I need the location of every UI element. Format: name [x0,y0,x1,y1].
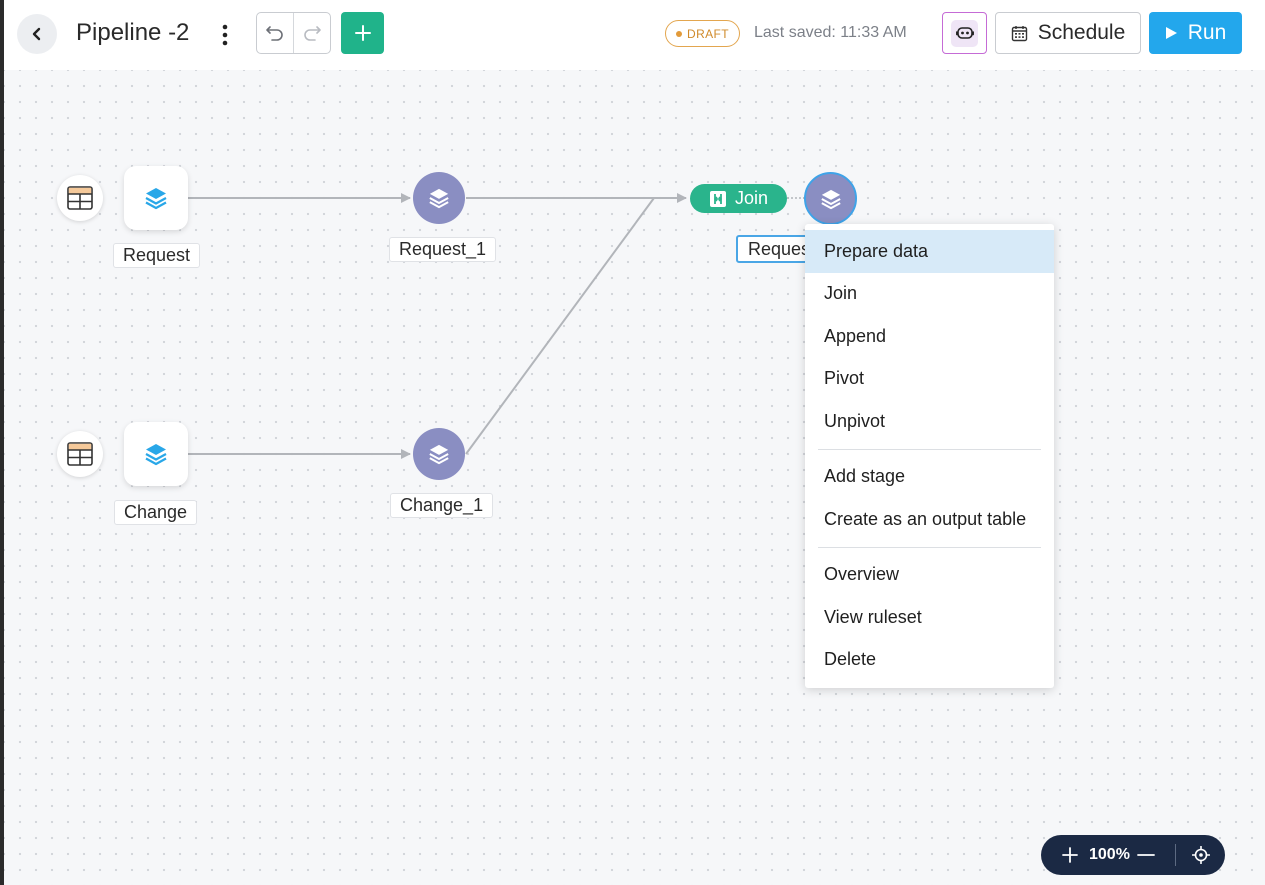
page-title[interactable]: Pipeline -2 [76,19,190,46]
table-icon [67,442,93,466]
menu-item-prepare-data[interactable]: Prepare data [805,230,1054,273]
node-label-request-1[interactable]: Request_1 [389,237,497,262]
request-1-stage-node[interactable] [413,172,465,224]
request-source-node[interactable] [124,166,188,230]
menu-divider [818,546,1041,548]
zoom-out-button[interactable] [1133,853,1159,857]
menu-divider [818,448,1041,450]
change-table-icon-badge[interactable] [57,431,103,477]
play-icon [1165,27,1177,39]
node-context-menu: Prepare data Join Append Pivot Unpivot A… [805,224,1054,688]
change-source-node[interactable] [124,422,188,486]
chevron-left-icon [32,27,41,41]
layers-icon [145,188,167,210]
menu-item-join[interactable]: Join [824,283,858,304]
last-saved-text: Last saved: 11:33 AM [754,24,907,41]
back-button[interactable] [17,14,57,54]
menu-item-pivot[interactable]: Pivot [824,368,865,389]
connection-lines [188,193,804,459]
schedule-button[interactable]: Schedule [995,12,1141,54]
join-node-label: Join [734,188,769,208]
pipeline-canvas[interactable]: Request Change Request_1 [4,70,1265,885]
robot-assistant-icon [955,27,974,39]
menu-item-append[interactable]: Append [824,325,887,346]
draft-label: DRAFT [687,26,729,41]
layers-icon [429,444,449,465]
top-toolbar: Pipeline -2 [4,0,1265,70]
ai-icon-wrapper [951,19,978,47]
zoom-in-button[interactable] [1055,847,1085,863]
layers-icon [820,189,841,209]
undo-redo-group [256,12,331,54]
left-edge-bar [0,0,4,885]
join-icon [709,190,726,207]
node-label-request[interactable]: Request [113,243,201,268]
menu-item-view-ruleset[interactable]: View ruleset [824,606,922,627]
node-label-change-1[interactable]: Change_1 [390,493,494,518]
menu-item-unpivot[interactable]: Unpivot [824,410,886,431]
layers-icon [145,444,167,466]
schedule-label: Schedule [1037,21,1126,44]
zoom-level: 100% [1089,846,1130,863]
edge-change1-to-join [465,197,655,455]
menu-item-overview[interactable]: Overview [824,564,900,585]
layers-icon [429,188,449,209]
join-node[interactable]: Join [690,184,787,213]
crosshair-icon [1192,846,1210,864]
redo-button[interactable] [293,13,330,53]
plus-icon [1062,847,1078,863]
ai-assistant-button[interactable] [942,12,987,54]
vertical-ellipsis-icon [222,24,228,46]
zoom-controls: 100% [1041,835,1225,875]
status-dot [676,30,682,37]
calendar-icon [1011,25,1027,41]
run-label: Run [1187,21,1227,44]
more-options-button[interactable] [212,18,238,52]
node-label-change[interactable]: Change [114,500,198,525]
menu-item-delete[interactable]: Delete [824,649,877,670]
recenter-button[interactable] [1186,846,1216,864]
run-button[interactable]: Run [1149,12,1242,54]
menu-item-add-stage[interactable]: Add stage [824,466,906,487]
zoom-divider [1175,844,1176,866]
request-join-stage-node[interactable] [804,172,857,225]
change-1-stage-node[interactable] [413,428,465,480]
plus-icon [354,25,371,41]
menu-item-create-output-table[interactable]: Create as an output table [824,508,1027,529]
request-table-icon-badge[interactable] [57,175,103,221]
table-icon [67,186,93,210]
redo-icon [304,26,321,41]
undo-button[interactable] [257,13,293,53]
draft-status-badge: DRAFT [665,20,740,47]
add-button[interactable] [341,12,384,54]
minus-icon [1137,854,1155,856]
undo-icon [266,26,283,41]
